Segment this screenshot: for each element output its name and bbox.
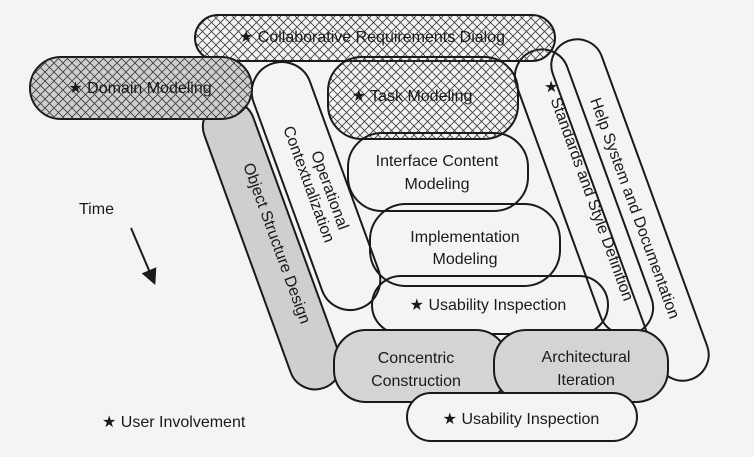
usability2-shape [406, 392, 638, 442]
architectural-label-2: Iteration [557, 372, 615, 389]
usability2-label: ★ Usability Inspection [443, 411, 600, 428]
interface-content-label-1: Interface Content [376, 153, 499, 170]
help-shape [550, 38, 710, 382]
collab-label: ★ Collaborative Requirements Dialog [239, 29, 505, 46]
task-shape [327, 56, 519, 140]
operational-shape [250, 61, 382, 311]
implementation-label-2: Modeling [433, 251, 498, 268]
architectural-label-1: Architectural [542, 349, 631, 366]
domain-hatch [30, 57, 252, 119]
usability1-label: ★ Usability Inspection [410, 297, 567, 314]
domain-label: ★ Domain Modeling [68, 80, 211, 97]
implementation-shape [369, 203, 561, 287]
concentric-label-2: Construction [371, 373, 461, 390]
legend-label: ★ User Involvement [102, 414, 246, 431]
task-label: ★ Task Modeling [352, 88, 473, 105]
interface-content-shape [347, 132, 529, 212]
time-label: Time [79, 201, 114, 218]
time-arrow-icon [130, 227, 157, 285]
architectural-shape [493, 329, 669, 403]
implementation-label-1: Implementation [410, 229, 519, 246]
concentric-label-1: Concentric [378, 350, 454, 367]
interface-content-label-2: Modeling [405, 176, 470, 193]
